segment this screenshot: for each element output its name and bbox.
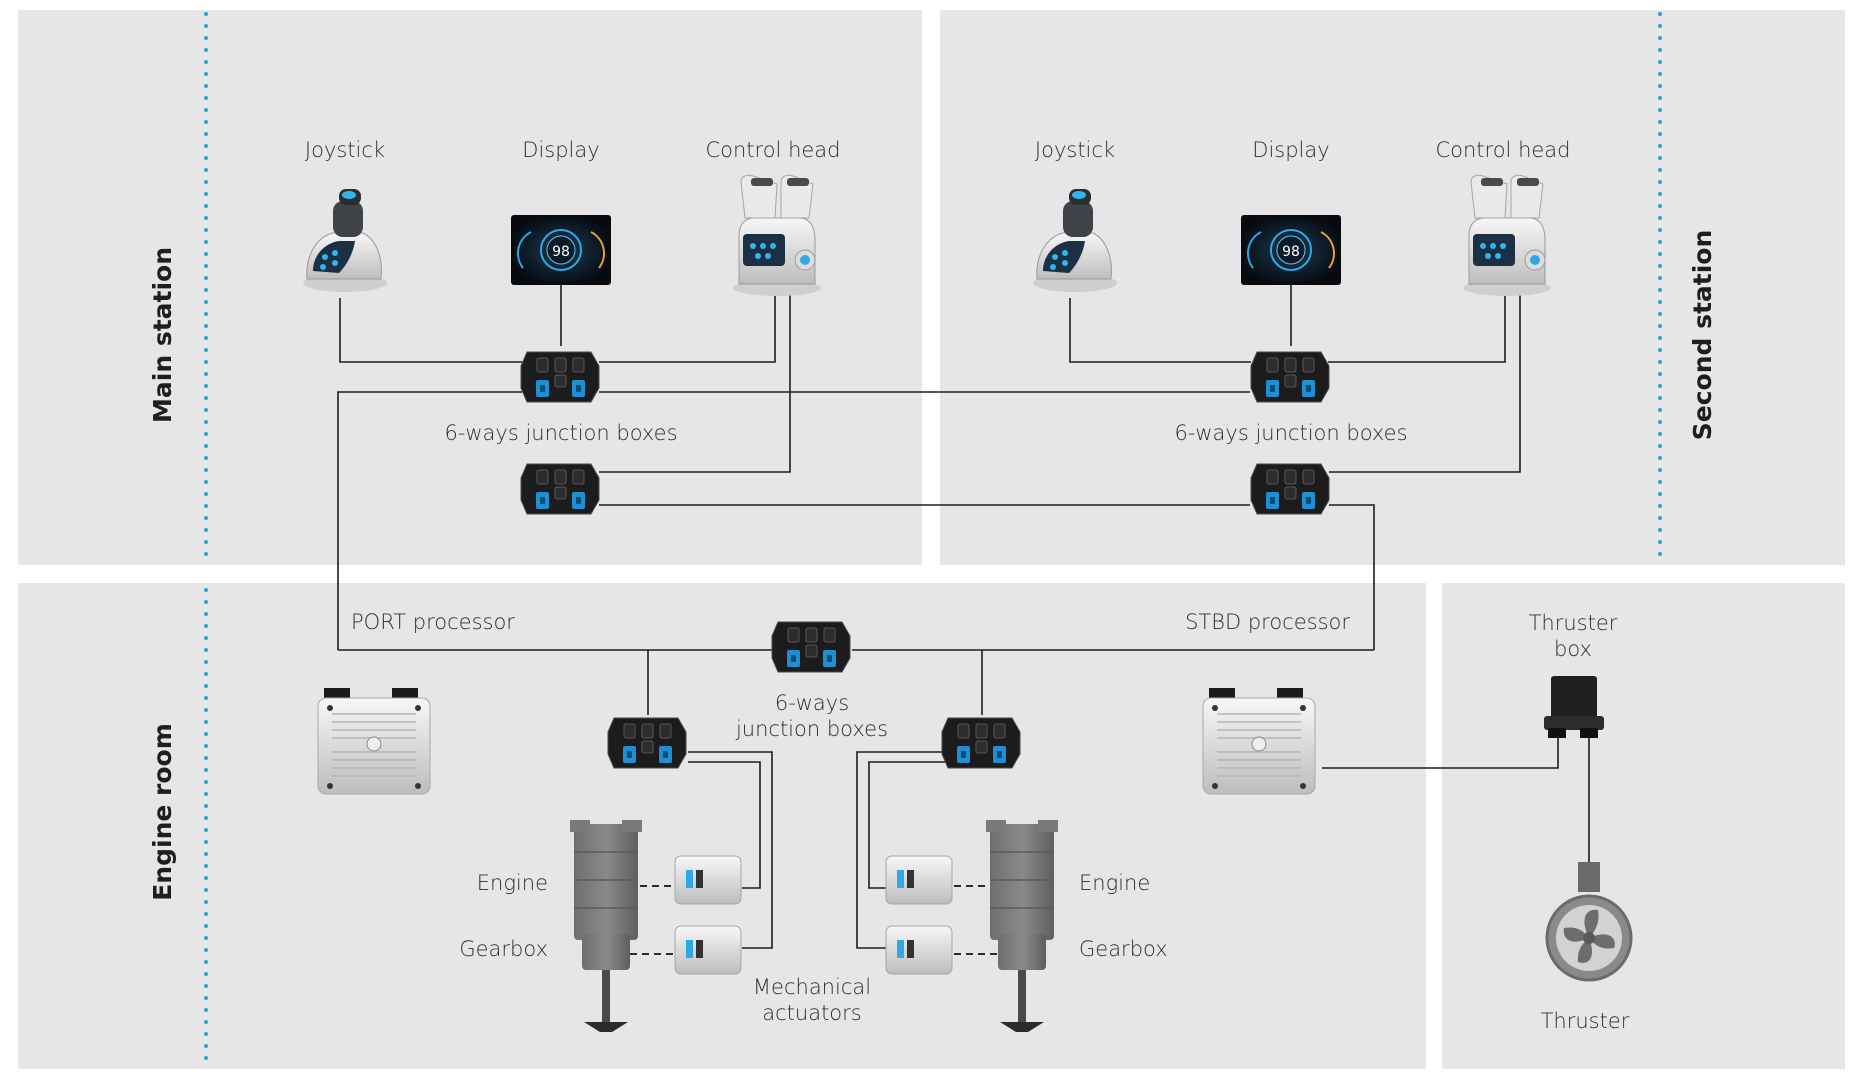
port-processor-icon (317, 687, 431, 795)
port-junction-box-icon (607, 717, 687, 769)
wiring (337, 285, 1590, 955)
main-junction-box-lower-icon (520, 463, 600, 515)
port-processor-label: PORT processor (351, 610, 515, 634)
stbd-gearbox-label: Gearbox (1079, 937, 1168, 961)
thruster-icon (1545, 862, 1633, 982)
thruster-box-label-line1: Thruster (1529, 611, 1618, 635)
thruster-box-label-line2: box (1554, 637, 1592, 661)
port-gearbox-label: Gearbox (459, 937, 548, 961)
main-control-head-label: Control head (705, 138, 840, 162)
main-station-label: Main station (148, 247, 177, 423)
engine-room-junction-label-line2: junction boxes (735, 717, 888, 741)
thruster-box-icon (1544, 676, 1604, 738)
stbd-junction-box-icon (941, 717, 1021, 769)
second-display-icon: 98 (1240, 214, 1342, 286)
engine-room-junction-box-center-icon (771, 621, 851, 673)
second-junction-box-upper-icon (1250, 351, 1330, 403)
stbd-processor-icon (1202, 687, 1316, 795)
main-junction-box-upper-icon (520, 351, 600, 403)
main-display-icon: 98 (510, 214, 612, 286)
actuators-label-line1: Mechanical (753, 975, 871, 999)
second-junction-box-lower-icon (1250, 463, 1330, 515)
thruster-panel (1442, 583, 1845, 1069)
port-engine-label: Engine (477, 871, 548, 895)
second-joystick-label: Joystick (1035, 138, 1115, 162)
main-joystick-label: Joystick (305, 138, 385, 162)
second-control-head-label: Control head (1435, 138, 1570, 162)
stbd-engine-icon (985, 819, 1059, 941)
engine-room-panel (18, 583, 1426, 1069)
engine-room-label: Engine room (148, 723, 177, 901)
engine-room-junction-label-line1: 6-ways (775, 691, 849, 715)
second-display-label: Display (1252, 138, 1329, 162)
thruster-label: Thruster (1541, 1009, 1630, 1033)
actuators-label-line2: actuators (762, 1001, 861, 1025)
second-junction-label: 6-ways junction boxes (1174, 421, 1407, 445)
second-display-readout: 98 (1282, 244, 1300, 260)
stbd-gearbox-actuator-icon (885, 925, 953, 975)
port-engine-actuator-icon (674, 855, 742, 905)
stbd-processor-label: STBD processor (1185, 610, 1350, 634)
main-display-readout: 98 (552, 244, 570, 260)
main-junction-label: 6-ways junction boxes (444, 421, 677, 445)
port-engine-icon (569, 819, 643, 941)
stbd-engine-label: Engine (1079, 871, 1150, 895)
stbd-engine-actuator-icon (885, 855, 953, 905)
main-display-label: Display (522, 138, 599, 162)
port-gearbox-actuator-icon (674, 925, 742, 975)
second-station-label: Second station (1688, 230, 1717, 441)
